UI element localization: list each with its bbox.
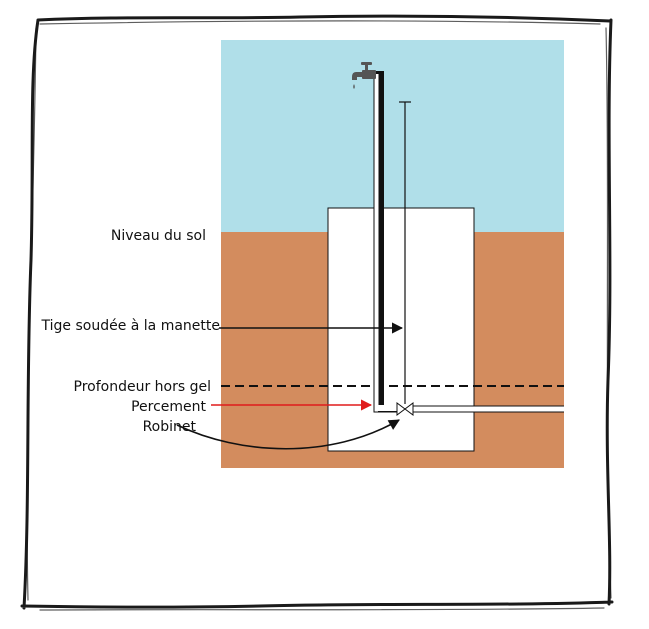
ground-level-label: Niveau du sol	[111, 228, 206, 244]
valve-pointer	[176, 419, 400, 450]
sky-area	[221, 40, 564, 233]
sketch-frame	[20, 14, 614, 610]
pit-box	[327, 207, 475, 452]
drain-hole-label: Percement	[131, 399, 206, 415]
faucet-icon	[352, 62, 376, 89]
valve-label: Robinet	[143, 419, 197, 435]
frost-depth-label: Profondeur hors gel	[74, 379, 211, 395]
valve-icon	[396, 402, 414, 416]
standpipe-body	[374, 74, 379, 408]
supply-pipe	[412, 406, 564, 412]
sketch-frame-overstroke	[26, 20, 612, 611]
rod-label: Tige soudée à la manette	[41, 318, 221, 334]
